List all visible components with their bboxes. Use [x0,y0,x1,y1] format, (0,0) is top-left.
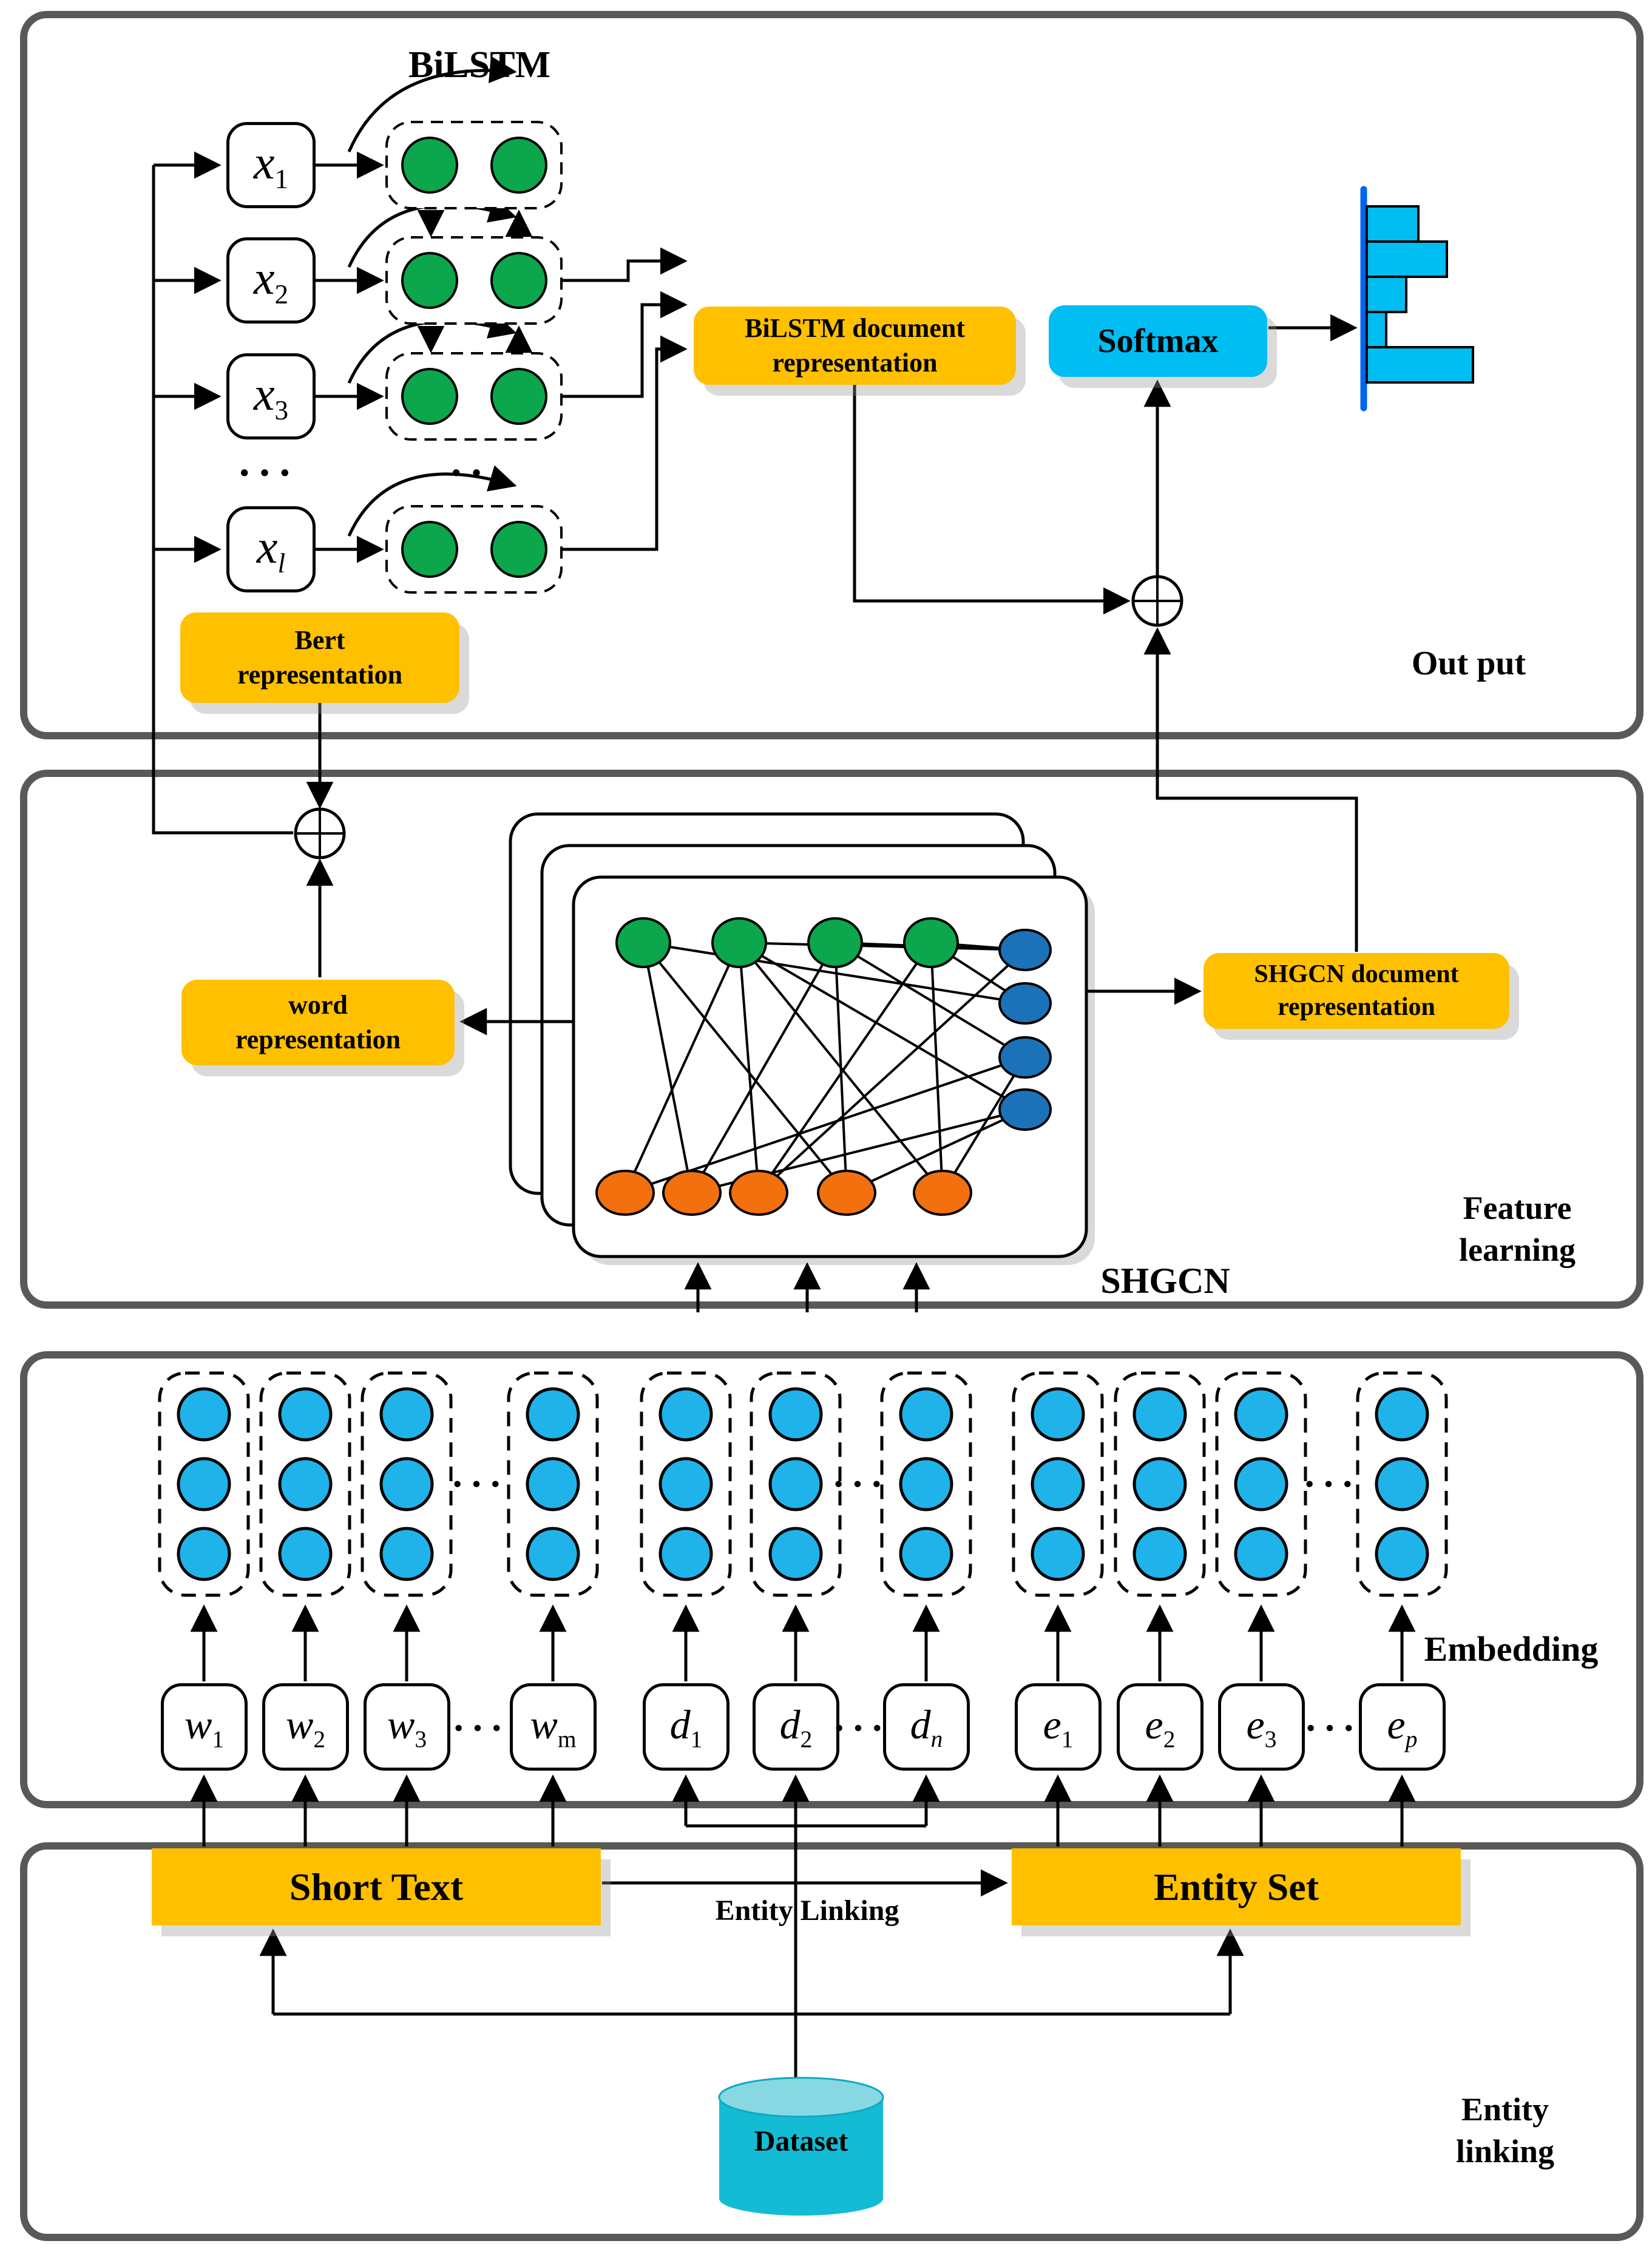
lstm-interlayer-arrows [417,209,533,353]
label-e2: e2 [1117,1683,1203,1771]
bilstm-hidden-pairs [385,121,563,594]
w-labels-ellipsis: ··· [452,1706,510,1749]
shgcn-graph-stack [509,812,1095,1265]
input-x3: x3 [226,353,316,439]
label-w2: w2 [262,1683,349,1771]
input-xl: xl [226,506,316,592]
short-text-box: Short Text [152,1848,601,1925]
lstm-output-connectors [561,247,688,551]
d-columns-ellipsis: ··· [831,1462,890,1505]
d-labels-ellipsis: ··· [832,1706,890,1749]
pairs-ellipsis: ··· [449,450,510,497]
source-to-label-arrows [190,1774,1416,1847]
sum-junction-word [294,703,346,977]
output-head-connectors [853,314,1358,952]
entity-linking-connectors [259,1826,1244,2078]
e-columns-ellipsis: ··· [1302,1462,1361,1505]
panel-embedding [20,1351,1644,1808]
class-probability-histogram [1360,186,1474,412]
label-dn: dn [883,1683,970,1771]
label-w3: w3 [364,1683,450,1771]
label-e3: e3 [1218,1683,1305,1771]
softmax-box: Softmax [1049,305,1267,377]
input-x1: x1 [226,122,316,208]
panel-entity-linking [20,1842,1644,2241]
trunk-feedback-line [152,151,293,835]
label-d1: d1 [643,1683,730,1771]
shgcn-title: SHGCN [1100,1260,1230,1301]
shgcn-entity-nodes [595,1170,972,1216]
shgcn-io-arrows [459,977,1202,1312]
label-d2: d2 [753,1683,839,1771]
label-to-column-arrows [190,1604,1416,1681]
e-labels-ellipsis: ··· [1304,1706,1362,1749]
shgcn-doc-nodes [998,929,1052,1131]
sum-junction-output [1131,575,1183,627]
embedding-panel-label: Embedding [1424,1629,1599,1669]
label-e1: e1 [1015,1683,1102,1771]
label-wm: wm [510,1683,597,1771]
shgcn-word-nodes [615,917,959,968]
inputs-ellipsis: ··· [237,450,299,497]
entity-linking-arrow-label: Entity Linking [715,1894,899,1927]
label-w1: w1 [161,1683,248,1771]
embedding-columns [158,1371,1448,1597]
bilstm-title: BiLSTM [408,44,551,86]
dataset-label: Dataset [754,2125,848,2157]
w-columns-ellipsis: ··· [450,1462,509,1505]
label-ep: ep [1359,1683,1446,1771]
input-to-lstm-arrows [316,151,384,563]
panel-output [20,11,1644,739]
panel-feature-learning [20,770,1644,1309]
output-panel-label: Out put [1411,645,1526,682]
dataset-cylinder [718,2077,884,2216]
input-x2: x2 [226,237,316,324]
entity-set-box: Entity Set [1012,1848,1461,1925]
lstm-recurrent-arcs [347,56,517,537]
